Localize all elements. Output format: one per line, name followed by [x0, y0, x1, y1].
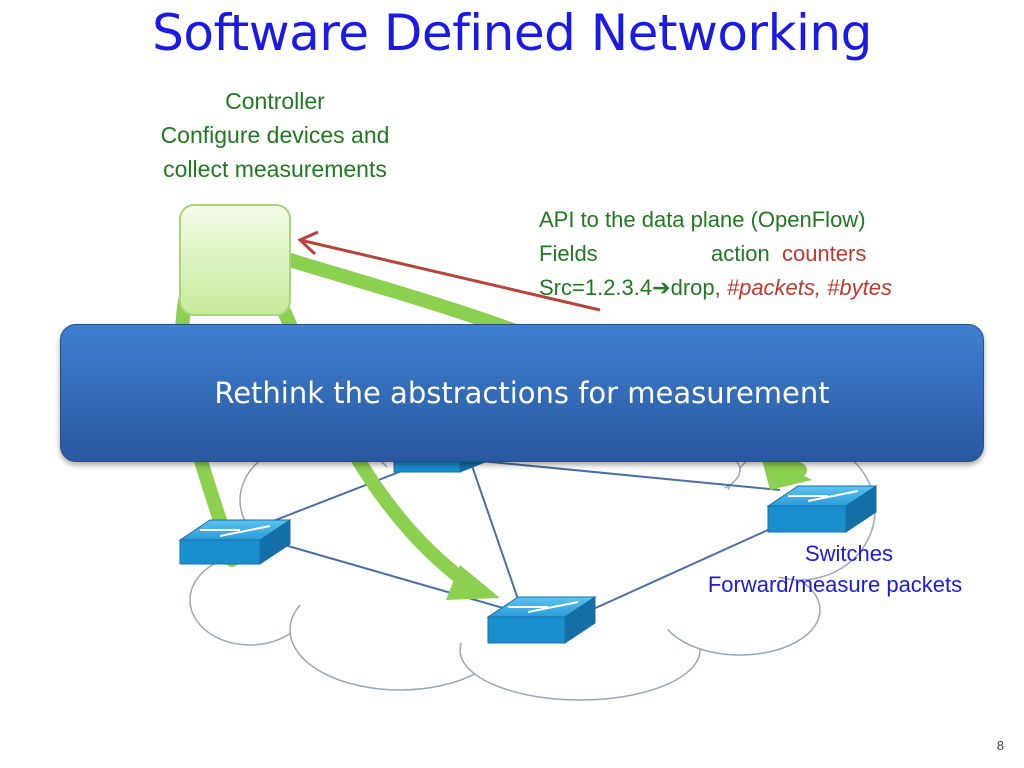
switches-line-2: Forward/measure packets: [707, 572, 963, 597]
rule-arrow-icon: ➔: [652, 275, 671, 300]
controller-line-2: Configure devices and: [160, 122, 390, 148]
api-line-1: API to the data plane (OpenFlow): [539, 207, 866, 232]
action-label: action: [711, 241, 770, 266]
api-line-3: Src=1.2.3.4➔drop, #packets, #bytes: [539, 271, 892, 305]
switch-bottom[interactable]: [486, 596, 597, 644]
controller-line-3: collect measurements: [163, 156, 387, 182]
banner-text: Rethink the abstractions for measurement: [214, 376, 830, 410]
callout-banner[interactable]: Rethink the abstractions for measurement: [60, 324, 984, 462]
rule-action: drop,: [670, 275, 727, 300]
fields-label: Fields: [539, 241, 598, 266]
switches-line-1: Switches: [804, 541, 894, 566]
controller-line-1: Controller: [225, 88, 325, 114]
api-line-2: Fields action counters: [539, 237, 892, 271]
controller-box[interactable]: [179, 204, 291, 316]
counters-label: counters: [781, 241, 867, 266]
rule-match: Src=1.2.3.4: [539, 275, 653, 300]
page-number: 8: [996, 738, 1004, 753]
switches-label: Switches Forward/measure packets: [660, 538, 1010, 600]
api-arrow: [297, 230, 601, 312]
rule-counters: #packets, #bytes: [726, 275, 892, 300]
api-annotation: API to the data plane (OpenFlow) Fields a…: [539, 203, 892, 305]
switch-right[interactable]: [766, 485, 878, 533]
switch-left[interactable]: [178, 519, 292, 565]
slide-title: Software Defined Networking: [152, 4, 872, 62]
controller-label: Controller Configure devices and collect…: [120, 84, 430, 186]
